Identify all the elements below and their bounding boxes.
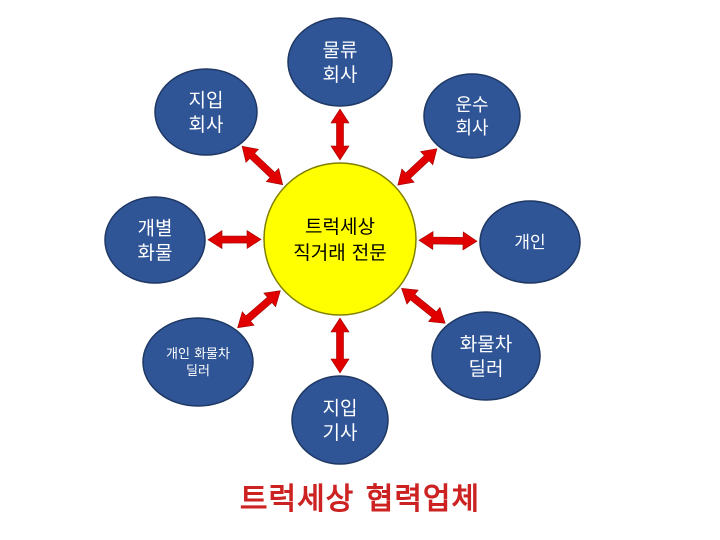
node-shape (431, 311, 541, 401)
arrow-contract-driver (330, 317, 350, 374)
node-label: 지입 (323, 398, 358, 420)
node-shape (479, 200, 581, 284)
arrow-contract-company (241, 145, 284, 186)
node-shape (423, 73, 521, 159)
node-label: 회사 (323, 64, 358, 86)
node-label: 개인 (514, 233, 545, 253)
node-individual: 개인 (479, 200, 581, 284)
center-label: 트럭세상 (305, 216, 375, 238)
node-shape (154, 68, 258, 156)
node-label: 지입 (189, 90, 224, 112)
arrows-layer (207, 108, 478, 374)
node-label: 개별 (138, 218, 173, 240)
diagram-caption: 트럭세상 협력업체 (239, 482, 481, 517)
node-label: 물류 (323, 40, 358, 62)
arrow-individual (418, 230, 478, 251)
node-shape (291, 375, 389, 465)
node-label: 기사 (323, 422, 358, 444)
arrow-individual-truck-dealer (237, 290, 281, 329)
node-label: 화물 (138, 242, 173, 264)
node-shape (287, 17, 393, 107)
arrow-truck-dealer (401, 288, 446, 324)
node-shape (104, 196, 206, 284)
node-label: 화물차 (460, 334, 512, 356)
node-label: 딜러 (186, 364, 210, 379)
arrow-logistics (330, 108, 350, 161)
node-label: 운수 (455, 95, 488, 116)
center-label: 직거래 전문 (293, 242, 386, 264)
node-label: 개인 화물차 (166, 347, 230, 362)
node-label: 회사 (455, 118, 489, 139)
center-circle (263, 162, 417, 316)
node-shape (142, 317, 254, 407)
arrow-individual-cargo (207, 229, 262, 250)
node-label: 딜러 (469, 358, 504, 380)
arrow-transport (397, 148, 438, 186)
node-label: 회사 (189, 114, 224, 136)
